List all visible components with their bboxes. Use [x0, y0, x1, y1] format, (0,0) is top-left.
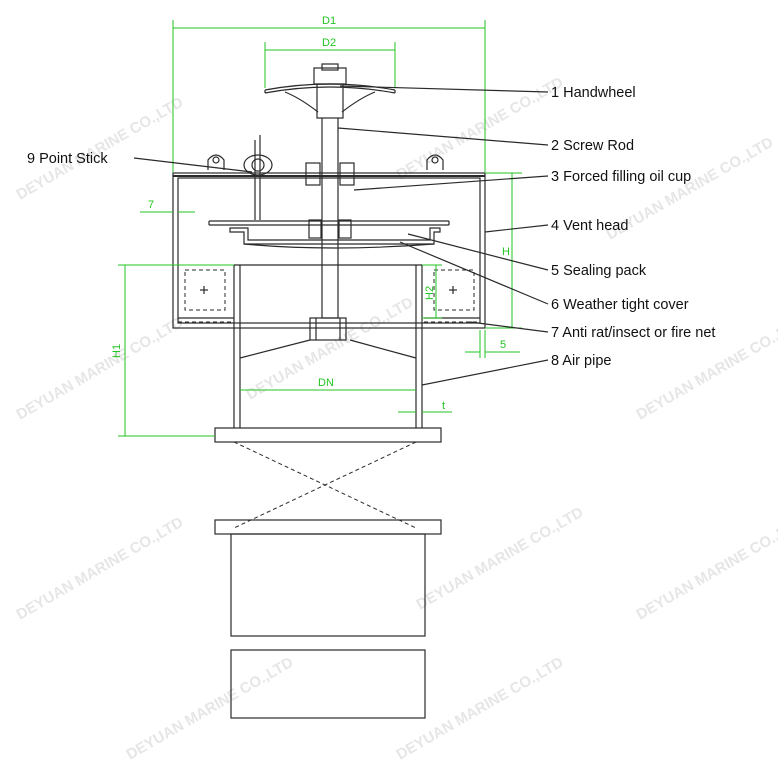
dimensions: D1 D2 H H1 H2 DN t 7 5 [111, 15, 522, 437]
dimension-5: 5 [500, 339, 506, 351]
label-vent-head: 4 Vent head [551, 218, 628, 234]
point-stick [243, 135, 273, 220]
handwheel [264, 63, 396, 119]
label-oil-cup: 3 Forced filling oil cup [551, 169, 691, 185]
dimension-h1: H1 [111, 344, 123, 358]
label-handwheel: 1 Handwheel [551, 85, 636, 101]
watermark: DEYUAN MARINE CO.,LTD [124, 654, 297, 763]
dimension-t: t [442, 400, 445, 412]
watermark: DEYUAN MARINE CO.,LTD [14, 94, 187, 204]
label-sealing-pack: 5 Sealing pack [551, 263, 647, 279]
label-screw-rod: 2 Screw Rod [551, 138, 634, 154]
label-point-stick: 9 Point Stick [27, 151, 108, 167]
vent-head [172, 154, 486, 329]
watermark: DEYUAN MARINE CO.,LTD [634, 514, 778, 624]
part-labels: 1 Handwheel 2 Screw Rod 3 Forced filling… [27, 85, 715, 369]
dimension-h: H [502, 246, 510, 258]
watermark: DEYUAN MARINE CO.,LTD [14, 514, 187, 624]
label-air-pipe: 8 Air pipe [551, 353, 611, 369]
screw-rod [309, 118, 347, 341]
air-pipe [214, 264, 442, 719]
dimension-d2: D2 [322, 37, 336, 49]
dimension-dn: DN [318, 377, 334, 389]
watermark: DEYUAN MARINE CO.,LTD [394, 654, 567, 763]
watermark: DEYUAN MARINE CO.,LTD [14, 314, 187, 424]
leader-lines [133, 85, 549, 386]
dimension-7: 7 [148, 199, 154, 211]
dimension-d1: D1 [322, 15, 336, 27]
label-weather-tight-cover: 6 Weather tight cover [551, 297, 689, 313]
oil-cup [305, 162, 355, 239]
dimension-h2: H2 [424, 286, 436, 300]
label-anti-rat-net: 7 Anti rat/insect or fire net [551, 325, 715, 341]
